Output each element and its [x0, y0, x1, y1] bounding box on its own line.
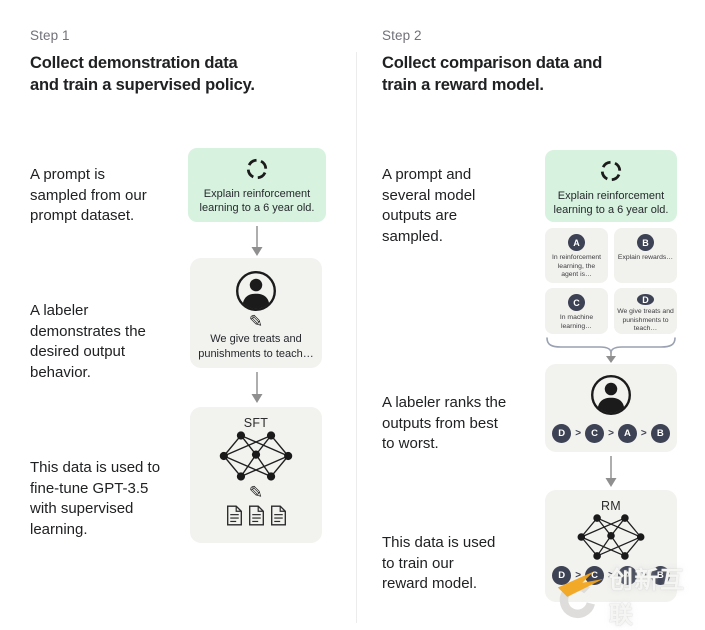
step1-note-train: This data is used to fine-tune GPT-3.5 w… [30, 459, 161, 538]
rank-separator: > [608, 428, 614, 439]
pencil-icon: ✎ [248, 312, 264, 331]
down-arrow [251, 226, 263, 256]
pencil-icon: ✎ [248, 483, 264, 502]
step1-label: Step 1 [30, 28, 70, 43]
output-badge-c: C [568, 294, 585, 311]
step1-prompt-box: Explain reinforcement learning to a 6 ye… [188, 148, 326, 222]
output-text-d: We give treats and punishments to teach… [617, 308, 674, 333]
column-divider [356, 52, 357, 623]
output-box-d: D We give treats and punishments to teac… [614, 288, 677, 334]
output-text-b: Explain rewards… [617, 254, 674, 261]
output-box-c: C In machine learning… [545, 288, 608, 334]
step1-note-prompt: A prompt is sampled from our prompt data… [30, 166, 147, 224]
step1-note-labeler: A labeler demonstrates the desired outpu… [30, 302, 146, 381]
step1-sft-box: SFT ✎ [190, 407, 322, 543]
step1-labeler-box: ✎ We give treats and punishments to teac… [190, 258, 322, 368]
rank-badge: C [585, 424, 605, 443]
prompt-text: Explain reinforcement learning to a 6 ye… [553, 190, 669, 216]
output-badge-a: A [568, 234, 585, 251]
rm-label: RM [600, 499, 622, 513]
step2-prompt-box: Explain reinforcement learning to a 6 ye… [545, 150, 677, 222]
documents-icon [226, 505, 287, 526]
output-text-a: In reinforcement learning, the agent is… [551, 254, 602, 279]
output-box-b: B Explain rewards… [614, 228, 677, 283]
step2-rank-box: D > C > A > B [545, 364, 677, 452]
rank-badge: D [552, 424, 572, 443]
step2-title: Collect comparison data and train a rewa… [382, 54, 603, 94]
step2-note-rank: A labeler ranks the outputs from best to… [382, 394, 507, 452]
step2-label: Step 2 [382, 28, 422, 43]
down-arrow [251, 372, 263, 403]
refresh-icon [600, 160, 622, 182]
rank-separator: > [640, 570, 647, 581]
output-box-a: A In reinforcement learning, the agent i… [545, 228, 608, 283]
rank-badge: B [650, 566, 670, 585]
prompt-text: Explain reinforcement learning to a 6 ye… [199, 188, 315, 214]
document-icon [248, 505, 264, 526]
watermark: 创新互联 [556, 560, 705, 630]
down-arrow [605, 456, 617, 487]
rank-separator: > [608, 570, 614, 581]
labeler-demo-text: We give treats and punishments to teach… [198, 333, 314, 360]
document-icon [270, 505, 286, 526]
brace-arrow [546, 337, 676, 363]
rank-separator: > [575, 570, 582, 581]
output-badge-b: B [637, 234, 654, 251]
rank-badge: D [552, 566, 572, 585]
rank-badge: B [650, 424, 670, 443]
step2-note-prompt: A prompt and several model outputs are s… [382, 166, 476, 245]
labeler-icon [236, 271, 276, 311]
document-icon [226, 505, 242, 526]
rank-badge: A [617, 424, 637, 443]
step2-note-train: This data is used to train our reward mo… [382, 534, 496, 592]
neural-network-icon [219, 431, 293, 481]
rank-separator: > [640, 428, 647, 439]
rank-separator: > [575, 428, 582, 439]
sft-label: SFT [243, 416, 269, 430]
ranking-row: D > C > A > B [552, 424, 670, 443]
rank-badge: A [617, 566, 637, 585]
output-badge-d: D [637, 294, 654, 306]
refresh-icon [246, 158, 268, 180]
neural-network-icon [577, 514, 645, 560]
labeler-icon [591, 375, 631, 415]
watermark-text: 创新互联 [608, 567, 686, 629]
output-text-c: In machine learning… [559, 314, 594, 330]
watermark-logo-icon [557, 571, 604, 618]
step2-rm-box: RM D > C > A > B [545, 490, 677, 602]
step1-title: Collect demonstration data and train a s… [30, 54, 255, 94]
